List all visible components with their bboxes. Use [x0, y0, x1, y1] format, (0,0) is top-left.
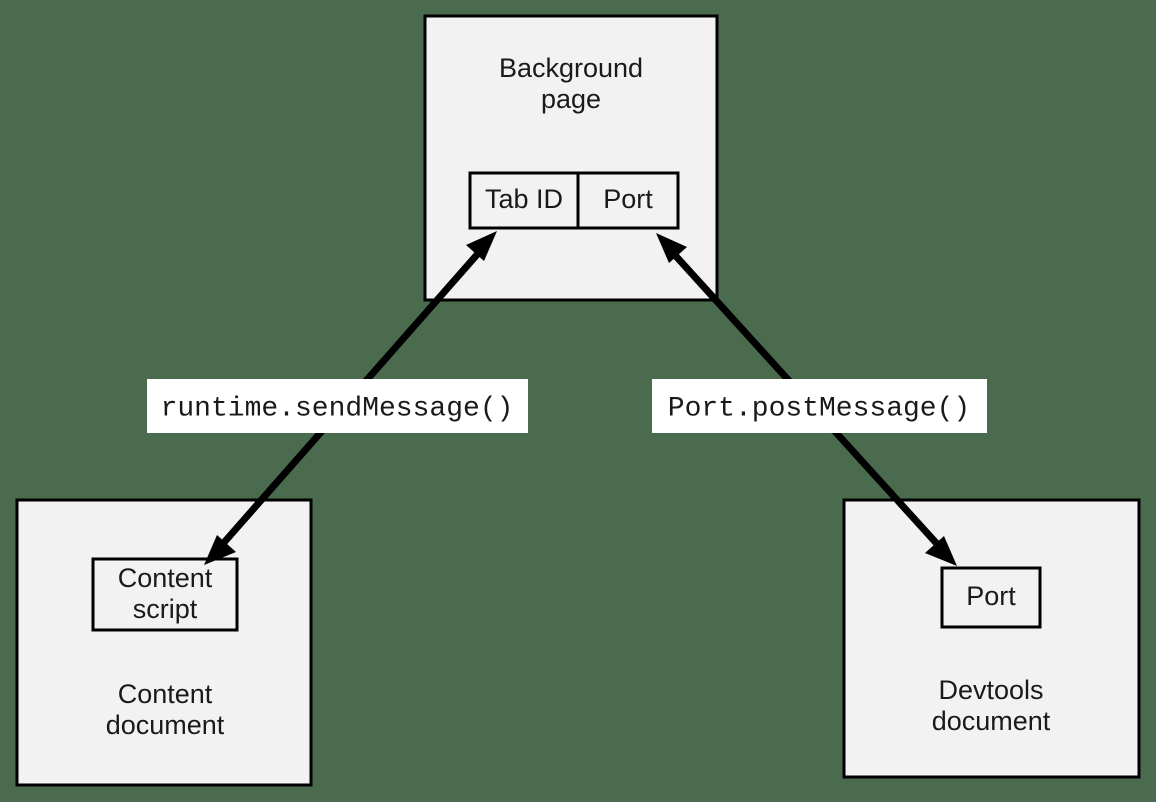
background-page-title-line1: Background [499, 53, 643, 83]
content-document-caption-line1: Content [118, 679, 213, 709]
tab-id-cell: Tab ID [485, 184, 563, 214]
content-script-label-line1: Content [118, 563, 213, 593]
content-document-box [15, 498, 313, 787]
content-script-label-line2: script [133, 594, 198, 624]
arrow-head-down-right [925, 536, 957, 566]
devtools-document-box [842, 498, 1141, 779]
background-page-title-line2: page [541, 84, 601, 114]
devtools-port-box [940, 566, 1042, 629]
arrow-head-up-right [656, 233, 687, 263]
arrow-head-up-left [466, 231, 497, 261]
devtools-port-label: Port [966, 581, 1016, 611]
port-cell: Port [603, 184, 653, 214]
content-script-box [91, 557, 239, 632]
port-postmessage-label-plate [652, 379, 987, 433]
port-postmessage-label: Port.postMessage() [668, 393, 970, 424]
tab-port-table [468, 171, 680, 230]
arrow-head-down-left [204, 535, 236, 565]
devtools-document-caption-line2: document [932, 706, 1051, 736]
devtools-document-caption-line1: Devtools [938, 675, 1043, 705]
runtime-sendmessage-label-plate [147, 379, 528, 433]
content-document-caption-line2: document [106, 710, 225, 740]
runtime-sendmessage-label: runtime.sendMessage() [161, 393, 514, 424]
